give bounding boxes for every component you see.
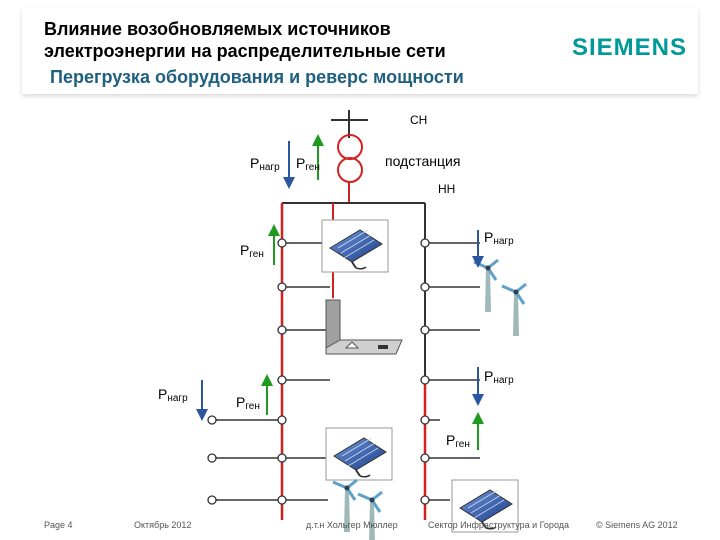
p-load-label: Pнагр [484,229,514,247]
footer-author: д.т.н Хольгер Мюллер [306,520,398,530]
label-nn: НН [438,182,455,196]
p-gen-label: Pген [446,432,470,450]
wind-turbine-icon [500,282,528,338]
label-sn: СН [410,113,427,127]
footer-copyright: © Siemens AG 2012 [596,520,678,530]
subtitle: Перегрузка оборудования и реверс мощност… [50,67,464,87]
p-load-label: Pнагр [250,155,280,173]
footer-date: Октябрь 2012 [134,520,192,530]
footer-page: Page 4 [44,520,73,530]
solar-panel-icon [325,427,393,481]
junction-nodes [207,238,430,505]
title-line-2: электроэнергии на распределительные сети [44,41,446,61]
label-substation: подстанция [385,153,460,169]
p-load-label: Pнагр [158,386,188,404]
transformer-winding-lower [337,157,363,183]
left-branches [212,242,330,501]
solar-panel-icon [321,219,389,273]
title-line-1: Влияние возобновляемых источников [44,19,391,39]
p-gen-label: Pген [240,242,264,260]
footer-sector: Сектор Инфраструктура и Города [428,520,570,530]
transformer-winding-upper [337,134,363,160]
wind-turbine-icon [356,490,384,540]
p-load-label: Pнагр [484,368,514,386]
p-gen-label: Pген [236,394,260,412]
siemens-logo: SIEMENS [572,34,688,61]
p-gen-label: Pген [296,155,320,173]
title-box [22,8,698,94]
wind-turbine-icon [472,258,500,314]
right-branches [425,242,480,501]
storage-unit-icon [325,299,403,355]
